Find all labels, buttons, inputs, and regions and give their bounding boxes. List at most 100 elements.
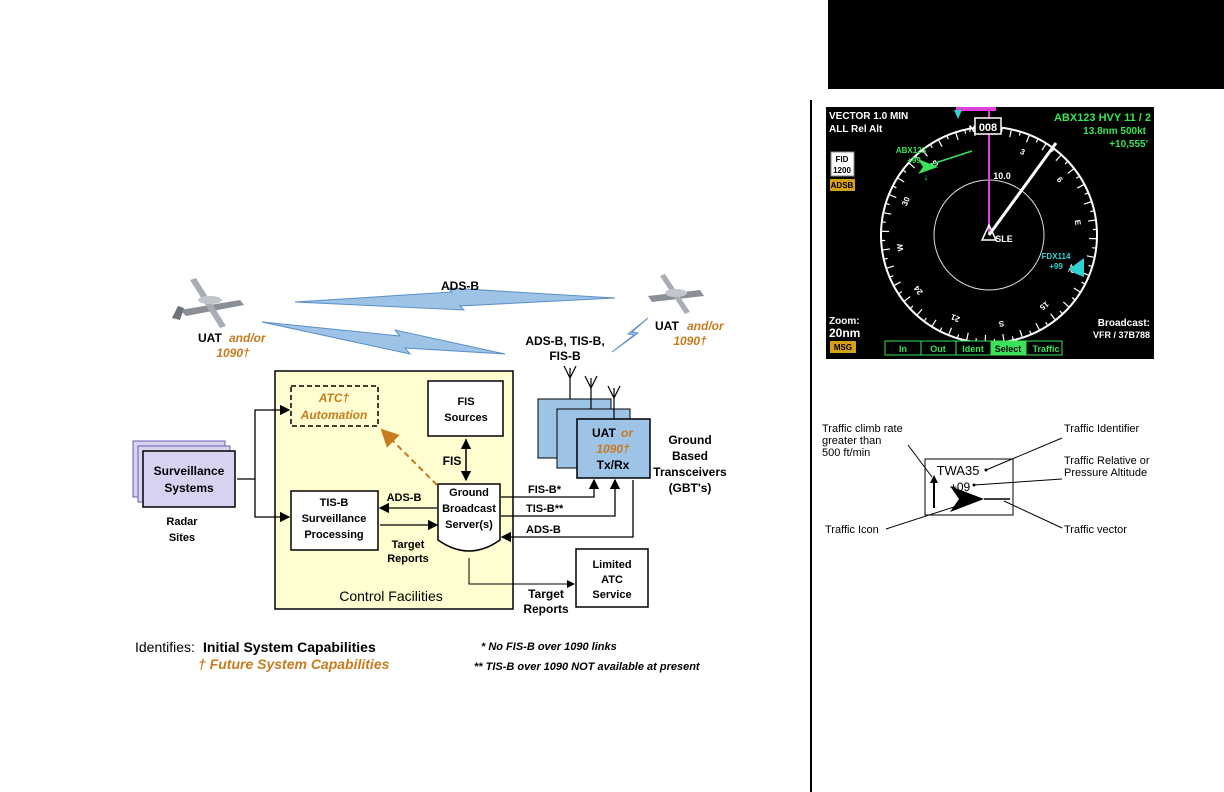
fid-box <box>830 151 855 177</box>
vector-mode: VECTOR 1.0 MIN <box>829 111 908 122</box>
compass-label: E <box>1073 219 1083 226</box>
compass-tick <box>881 248 891 251</box>
compass-label: 3 <box>1019 147 1027 157</box>
surveillance-systems-box <box>142 450 236 508</box>
compass-tick <box>1064 160 1069 165</box>
compass-tick <box>908 162 916 169</box>
climb-rate-label-1: Traffic climb rate <box>822 423 903 435</box>
heading-box <box>974 117 1002 135</box>
uat-box-label-c: 1090† <box>596 442 630 456</box>
compass-tick <box>885 202 890 206</box>
broadcast-value: VFR / 37B788 <box>1093 330 1150 340</box>
softkey-in-label: In <box>899 344 907 354</box>
compass-tick <box>956 334 960 339</box>
softkey-ident-label: Ident <box>962 344 984 354</box>
traffic-symbol-legend: TWA35 +09 Traffic climb rate greater tha… <box>822 423 1150 536</box>
compass-label: 30 <box>900 195 912 207</box>
adsb-ground-link <box>261 321 506 355</box>
ground-broadcast-server <box>437 483 501 552</box>
heading-bug <box>956 107 996 111</box>
compass-tick <box>1011 336 1014 341</box>
gbt-antennas <box>563 365 621 419</box>
left-traffic-icon <box>918 159 938 174</box>
uat-box-label-d: Tx/Rx <box>597 458 630 472</box>
identifier-dot <box>984 468 988 472</box>
compass-tick <box>1029 330 1032 335</box>
atc-automation-label-1: ATC† <box>318 391 350 405</box>
right-traffic-alt: +99 <box>1049 262 1063 271</box>
msg-badge[interactable] <box>830 341 856 353</box>
server-to-limited-atc-arrow <box>468 558 575 588</box>
compass-tick <box>1062 301 1070 308</box>
gbt-label-4: (GBT's) <box>669 481 712 495</box>
aircraft-left-label-b: and/or <box>229 331 267 345</box>
uat-box-label-b: or <box>621 426 634 440</box>
heading-value: 008 <box>979 122 997 134</box>
compass-tick <box>883 211 892 215</box>
tisb-link <box>501 478 621 517</box>
compass-tick <box>1059 310 1064 315</box>
compass-tick <box>1067 168 1075 174</box>
legend-identifies: Identifies: <box>135 639 195 655</box>
compass-tick <box>892 185 897 189</box>
identifier-label: Traffic Identifier <box>1064 423 1140 435</box>
compass-tick <box>947 327 953 336</box>
compass-tick <box>889 275 894 278</box>
traffic-vector-label: Traffic vector <box>1064 524 1127 536</box>
target-id: ABX123 HVY 11 / 2 <box>1054 112 1151 124</box>
fid-code: 1200 <box>833 166 851 175</box>
msg-badge-label: MSG <box>834 343 852 352</box>
tisb-label-3: Processing <box>304 529 363 541</box>
compass-tick <box>1073 287 1081 293</box>
cyan-marker-icon <box>954 110 962 119</box>
compass-tick <box>964 129 967 134</box>
legend-note-1: * No FIS-B over 1090 links <box>481 641 617 653</box>
target-range-speed: 13.8nm 500kt <box>1083 126 1146 137</box>
softkey-traffic[interactable] <box>1025 340 1063 356</box>
radar-sites-label-1: Radar <box>166 516 198 528</box>
aircraft-right-icon <box>648 274 704 314</box>
fid-label: FID <box>836 155 849 164</box>
compass-tick <box>1071 297 1076 301</box>
uat-box-label-a: UAT <box>592 426 616 440</box>
left-traffic-vector <box>925 150 973 167</box>
softkey-traffic-label: Traffic <box>1032 344 1059 354</box>
header-tab-block <box>828 0 1224 89</box>
compass-tick <box>1051 148 1055 153</box>
compass-tick <box>1045 321 1049 326</box>
page-divider <box>810 100 812 792</box>
climb-rate-label-3: 500 ft/min <box>822 447 870 459</box>
right-traffic-icon <box>1069 258 1084 277</box>
compass-tick <box>929 144 933 149</box>
compass-tick <box>1041 143 1047 151</box>
compass-tick <box>1035 138 1039 143</box>
uplink-label-2: FIS-B <box>549 349 581 363</box>
compass-label: S <box>998 319 1005 329</box>
fis-sources-label-1: FIS <box>457 396 474 408</box>
compass-tick <box>939 327 943 332</box>
traffic-icon-label: Traffic Icon <box>825 524 879 536</box>
aircraft-left-label-a: UAT <box>198 331 222 345</box>
limited-atc-label-3: Service <box>592 589 631 601</box>
range-ring-label: 10.0 <box>993 171 1011 181</box>
compass-label: 6 <box>1055 175 1065 184</box>
symbol-frame <box>924 458 1014 516</box>
left-traffic-descend-icon: ↓ <box>924 172 929 182</box>
server-label-3: Server(s) <box>445 519 493 531</box>
compass-tick <box>955 132 959 141</box>
compass-tick <box>1087 219 1097 222</box>
gbt-label-1: Ground <box>668 433 711 447</box>
compass-tick <box>1055 154 1062 162</box>
adsb-badge-label: ADSB <box>831 181 854 190</box>
legend-future: † Future System Capabilities <box>198 656 390 672</box>
aircraft-right-label-c: 1090† <box>673 334 707 348</box>
server-to-atc-arrow <box>380 428 438 486</box>
fis-sources-box <box>427 380 504 437</box>
own-ship-label: SLE <box>995 234 1013 244</box>
compass-tick <box>1090 210 1095 213</box>
compass-label: 21 <box>949 312 961 324</box>
gbt-label-2: Based <box>672 449 708 463</box>
adsb-link-label: ADS-B <box>441 279 479 293</box>
compass-tick <box>923 317 927 322</box>
identifier-leader <box>985 437 1063 471</box>
